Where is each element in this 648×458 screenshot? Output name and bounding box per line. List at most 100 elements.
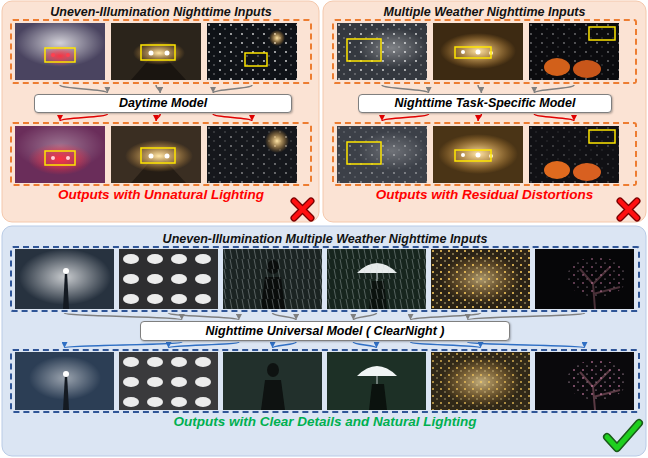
night-photo [337, 126, 427, 183]
flow-arrow [382, 85, 574, 93]
night-photo [455, 47, 491, 58]
flow-arrow-branch [273, 313, 297, 320]
night-photo [111, 23, 201, 80]
night-photo [440, 33, 516, 69]
night-photo [149, 154, 154, 159]
result-caption: Outputs with Unnatural Lighting [58, 187, 264, 203]
night-photo [63, 271, 69, 309]
night-photo [433, 23, 523, 80]
night-photo [529, 126, 619, 183]
night-photo [207, 23, 297, 80]
night-photo [207, 126, 297, 183]
cross-mark [620, 201, 637, 218]
flow-arrow-branch [65, 342, 182, 348]
flow-arrow [65, 313, 585, 320]
night-photo [119, 249, 218, 309]
night-photo [15, 122, 105, 183]
night-photo [63, 374, 69, 410]
night-photo [535, 352, 634, 410]
night-photo [431, 352, 530, 410]
night-photo [544, 58, 570, 76]
night-photo [589, 27, 615, 40]
night-photo [337, 23, 427, 80]
model-name: Nighttime Task-Specific Model [395, 96, 576, 111]
night-photo [15, 352, 114, 410]
flow-arrow-branch [353, 342, 376, 348]
night-photo [573, 60, 601, 78]
night-photo [149, 51, 154, 56]
night-photo [357, 366, 397, 376]
night-photo [431, 249, 530, 309]
night-photo [207, 126, 297, 183]
night-photo [269, 30, 285, 46]
night-photo [125, 140, 193, 172]
group-heading: Multiple Weather Nighttime Inputs [384, 5, 586, 20]
flow-arrow-branch [156, 85, 160, 93]
panel-background [2, 226, 646, 456]
flow-arrow-branch [382, 85, 429, 93]
night-photo [207, 126, 297, 183]
night-photo [535, 249, 634, 309]
flow-arrow-branch [156, 114, 160, 121]
night-photo [327, 352, 426, 410]
night-photo [15, 19, 105, 80]
night-photo [45, 151, 75, 165]
output-group: Outputs with Residual Distortions [332, 122, 637, 186]
flow-arrow-branch [213, 114, 252, 121]
night-photo [267, 363, 279, 377]
night-photo [529, 126, 619, 183]
check-mark [607, 423, 639, 448]
night-photo [327, 249, 426, 309]
night-photo [40, 46, 80, 66]
night-photo [207, 23, 297, 80]
night-photo [476, 153, 481, 158]
cross-mark [620, 201, 637, 218]
night-photo [223, 249, 322, 309]
night-photo [433, 126, 523, 183]
flow-arrow-branch [382, 114, 429, 121]
flow-arrow-branch [353, 313, 376, 320]
cross-mark [294, 201, 311, 218]
night-photo [223, 249, 322, 309]
night-photo [119, 249, 218, 309]
flow-arrow-branch [478, 114, 481, 121]
night-photo [66, 156, 70, 160]
night-photo [433, 126, 523, 183]
night-photo [111, 126, 201, 183]
panel-background [2, 1, 319, 222]
night-photo [119, 352, 218, 410]
night-photo [66, 53, 70, 57]
model-name: Nighttime Universal Model ( ClearNight ) [206, 324, 445, 339]
night-photo [357, 131, 427, 171]
night-photo [111, 23, 201, 80]
model-box: Nighttime Task-Specific Model [358, 94, 612, 113]
flow-arrow-branch [468, 342, 585, 348]
night-photo [433, 23, 523, 80]
check-mark [607, 423, 639, 448]
night-photo [455, 150, 491, 161]
night-photo [431, 249, 530, 309]
night-photo [15, 19, 105, 67]
night-photo [141, 45, 175, 60]
flow-arrow-branch [213, 85, 252, 93]
night-photo [347, 142, 381, 164]
night-photo [63, 371, 69, 377]
flow-arrow-branch [478, 85, 481, 93]
flow-arrow-branch [534, 85, 574, 93]
night-photo [51, 53, 55, 57]
night-photo [28, 143, 92, 175]
input-group: Multiple Weather Nighttime Inputs [332, 19, 637, 84]
night-photo [15, 352, 114, 410]
night-photo [589, 130, 615, 143]
night-photo [347, 39, 381, 61]
flow-arrow [60, 85, 252, 93]
night-photo [63, 268, 69, 274]
night-photo [529, 126, 619, 183]
night-photo [223, 249, 322, 309]
flow-arrow-branch [468, 313, 585, 320]
cross-mark [294, 201, 311, 218]
night-photo [461, 50, 465, 54]
